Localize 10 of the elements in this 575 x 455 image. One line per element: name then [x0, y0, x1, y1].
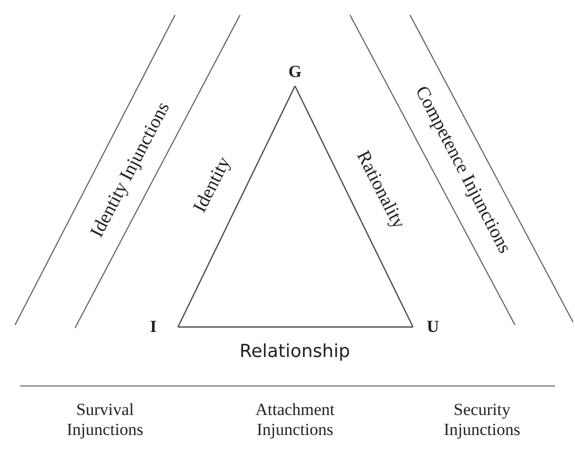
edge-label: Relationship — [240, 341, 350, 363]
triangle-side — [178, 326, 413, 328]
vertex-letter: G — [280, 62, 310, 86]
category-label: Security Injunctions — [442, 400, 522, 440]
triangle-side — [177, 86, 296, 328]
vertex-letter: I — [150, 317, 178, 337]
category-label: Attachment Injunctions — [254, 400, 336, 440]
category-label: Survival Injunctions — [66, 400, 144, 440]
triangle-side — [294, 86, 414, 328]
vertex-letter: U — [413, 317, 439, 337]
